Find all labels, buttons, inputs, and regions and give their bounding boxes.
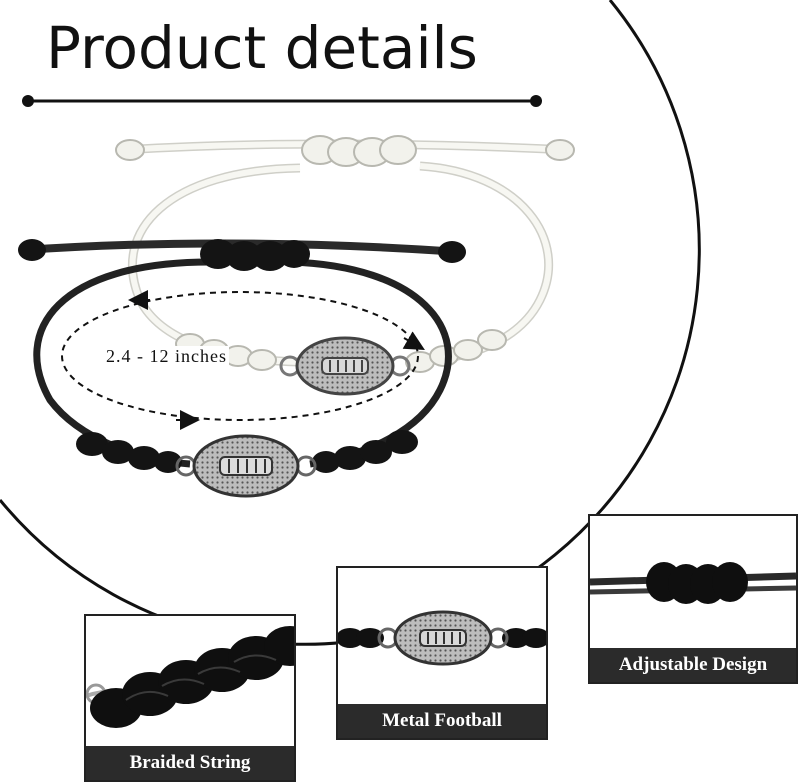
feature-panel-adjustable-design: Adjustable Design: [588, 514, 798, 684]
black-bracelet: [18, 239, 466, 498]
page-title: Product details: [46, 14, 478, 82]
black-knot: [200, 239, 310, 271]
white-bracelet: [115, 135, 575, 396]
black-side-braid-right: [312, 430, 418, 473]
feature-label-adjustable-design: Adjustable Design: [590, 648, 796, 682]
adjustable-knot-image: [590, 562, 796, 604]
size-measure-arrow: [61, 290, 425, 430]
white-side-braid-right: [405, 329, 507, 373]
black-football-charm: [175, 434, 317, 498]
title-underline: [22, 95, 542, 107]
metal-football-image: [338, 610, 546, 666]
white-football-charm: [279, 336, 411, 396]
white-knot: [301, 135, 417, 167]
braided-string-image: [86, 626, 294, 728]
feature-label-braided-string: Braided String: [86, 746, 294, 780]
black-side-braid-left: [76, 432, 182, 473]
feature-label-metal-football: Metal Football: [338, 704, 546, 738]
feature-panel-braided-string: Braided String: [84, 614, 296, 782]
size-range-label: 2.4 - 12 inches: [104, 346, 229, 367]
feature-panel-metal-football: Metal Football: [336, 566, 548, 740]
